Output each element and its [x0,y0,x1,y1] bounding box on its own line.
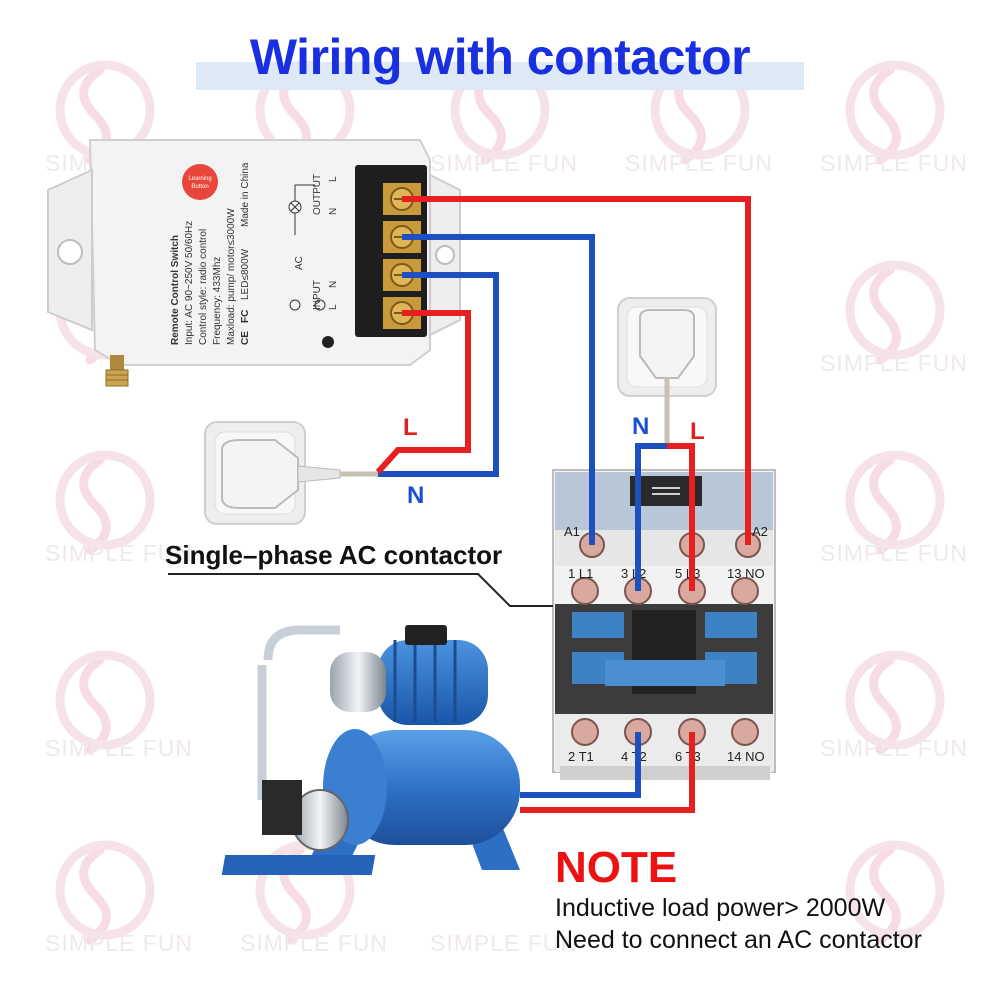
wire-red-motor [520,732,695,813]
wall-socket-right [617,297,717,448]
watermark-text: SIMPLE FUN [240,930,389,956]
schematic-icon [288,184,326,311]
wire-label-n: N [407,482,425,509]
watermark-logo-icon [845,450,945,555]
input-n-label: N [328,281,339,288]
watermark-text: SIMPLE FUN [45,735,194,761]
watermark-text: SIMPLE FUN [820,350,969,376]
pressure-switch-icon [262,780,302,835]
learning-button: Learning Button [182,164,218,200]
watermark-text: SIMPLE FUN [430,150,579,176]
watermark-text: SIMPLE FUN [430,930,579,956]
learning-button-label: Learning [188,176,211,182]
terminal-label-bottom: 6 T3 [675,749,701,764]
terminal-label-bottom: 2 T1 [568,749,594,764]
contactor-label: Single–phase AC contactor [165,540,503,570]
ac-label: AC [294,256,305,270]
mounting-hole-icon [435,245,455,265]
plug-icon [221,439,299,509]
wire-blue-motor [520,732,641,798]
watermark-logo-icon [845,60,945,165]
terminal-label-top: 1 L1 [568,566,593,581]
coil-a1-label: A1 [564,524,580,539]
output-n-label: N [328,208,339,215]
device-maxload-spec: Maxload: pump/ motor≤3000W [226,208,237,345]
fc-mark: FC [240,310,251,323]
water-pump [221,625,520,875]
wire-red-socket-l [667,443,695,591]
wall-socket-left [204,421,378,525]
device-name: Remote Control Switch [170,235,181,345]
device-control-spec: Control style: radio control [198,229,209,345]
watermark-text: SIMPLE FUN [45,540,194,566]
contactor-label-leader [168,573,553,607]
output-label: OUTPUT [312,174,323,215]
watermark-logo-icon [845,840,945,945]
terminal-label-top: 3 L2 [621,566,646,581]
ce-mark: CE [240,331,251,345]
page-title: Wiring with contactor [249,29,751,85]
terminal-screw-icon [571,577,599,605]
watermark-text: SIMPLE FUN [45,930,194,956]
terminal-label-top: 13 NO [727,566,765,581]
note-title: NOTE [555,843,678,892]
made-in-text: Made in China [240,162,251,227]
title-underline-bar [196,62,804,90]
watermark-logo-icon [55,450,155,555]
watermark-text: SIMPLE FUN [625,150,774,176]
watermark-logo-icon [845,260,945,365]
terminal-label-bottom: 4 T2 [621,749,647,764]
watermark-logo-icon [845,650,945,755]
coil-a2-label: A2 [752,524,768,539]
mounting-hole-icon [57,239,83,265]
wire-blue-device-to-a1 [402,234,595,545]
ac-contactor: A1 A2 1 L1 3 L2 5 L3 13 NO 2 T1 4 T2 6 T… [552,469,776,780]
wires-blue [378,234,667,798]
wire-label-l: L [403,414,418,441]
wire-blue-input-n [378,272,499,477]
output-l-label: L [328,176,339,182]
terminal-box-icon [405,625,447,645]
device-frequency-spec: Frequency: 433Mhz [212,257,223,345]
watermark-text: SIMPLE FUN [820,540,969,566]
input-label: INPUT [312,280,323,310]
device-input-spec: Input: AC 90~250V 50/60Hz [184,221,195,345]
terminal-label-bottom: 14 NO [727,749,765,764]
watermark-text: SIMPLE FUN [820,735,969,761]
plug-icon [639,309,695,379]
watermark-logo-icon [55,840,155,945]
learning-button-label: Button [191,184,208,190]
watermark-text: SIMPLE FUN [820,150,969,176]
device-led-spec: LED≤800W [240,248,251,300]
wire-blue-socket-n [635,443,667,591]
terminal-screw-icon [571,718,599,746]
wires-red [375,196,751,813]
terminal-label-top: 5 L3 [675,566,700,581]
note-line: Need to connect an AC contactor [555,926,922,954]
wire-red-input-l [375,310,471,475]
wire-label-l: L [690,418,705,445]
input-l-label: L [328,304,339,310]
note-line: Inductive load power> 2000W [555,894,886,922]
wire-red-device-to-a2 [402,196,751,545]
terminal-screw-icon [731,718,759,746]
terminal-screw-icon [731,577,759,605]
watermark-logo-icon [55,650,155,755]
remote-control-switch: Learning Button Remote Control Switch In… [47,139,461,387]
wire-label-n: N [632,413,650,440]
status-led-icon [322,336,334,348]
antenna-connector-icon [105,355,129,387]
